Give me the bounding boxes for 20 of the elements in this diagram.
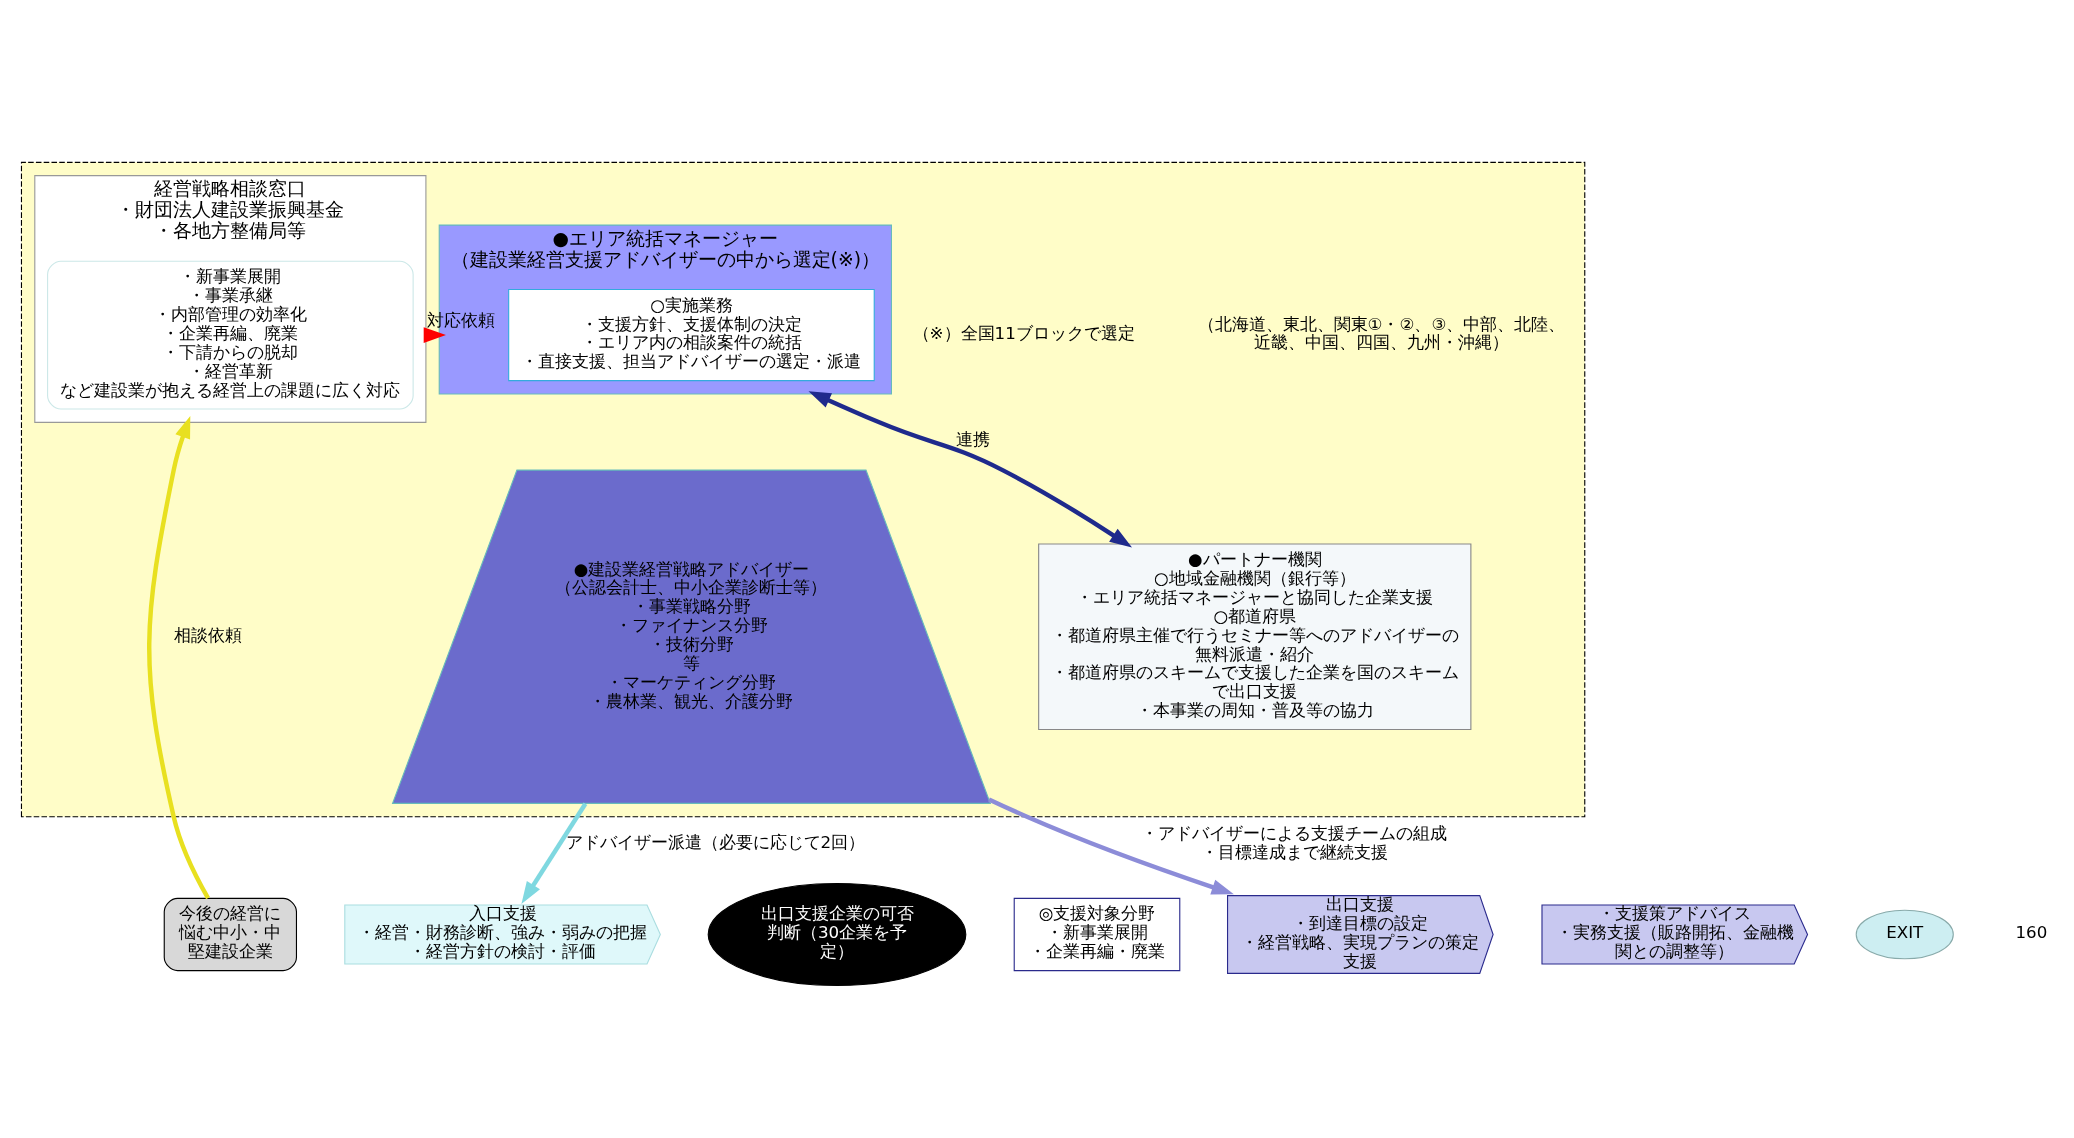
arrow [521,802,588,904]
label: 160 [2015,922,2048,942]
node-box: ◎支援対象分野 ・新事業展開 ・企業再編・廃業 [1013,897,1181,971]
edge-label: ・アドバイザーによる支援チームの組成・目標達成まで継続支援 [1141,823,1448,862]
node-box: ●パートナー機関 ○地域金融機関（銀行等） ・エリア統括マネージャーと協同した企業支援 ○都道府県 ・都道府県主催で行うセミナー等へのアドバイザーの無料派遣・紹介 ・都道府県のスキームで支援した企業を国のスキームで出口支援 ・本事業の周知・普及等の協力 [1038,542,1472,730]
edge-label: アドバイザー派遣（必要に応じて2回） [565,832,866,852]
label: （※）全国11ブロックで選定 [912,323,1135,343]
arrow [147,415,210,899]
arrow [808,390,1132,548]
node-box: 今後の経営に悩む中小・中堅建設企業 [163,897,297,971]
node-ellipse: 出口支援企業の可否判断（30企業を予定） [707,882,967,986]
edge-label: 相談依頼 [173,625,242,645]
label: （北海道、東北、関東①・②、③、中部、北陸、近畿、中国、四国、九州・沖縄） [1197,314,1566,352]
edge-label: 連携 [956,429,991,449]
cluster [20,161,1586,817]
node-box: ○実施業務 ・支援方針、支援体制の決定 ・エリア内の相談案件の統括 ・直接支援、担当アドバイザーの選定・派遣 [508,288,875,381]
node-ellipse: EXIT [1855,909,1954,959]
arrow [988,796,1234,895]
node-box: ・新事業展開 ・事業承継 ・内部管理の効率化 ・企業再編、廃業 ・下請からの脱却 ・経営革新 など建設業が抱える経営上の課題に広く対応 [47,260,414,410]
edge-label: 対応依頼 [426,310,495,330]
